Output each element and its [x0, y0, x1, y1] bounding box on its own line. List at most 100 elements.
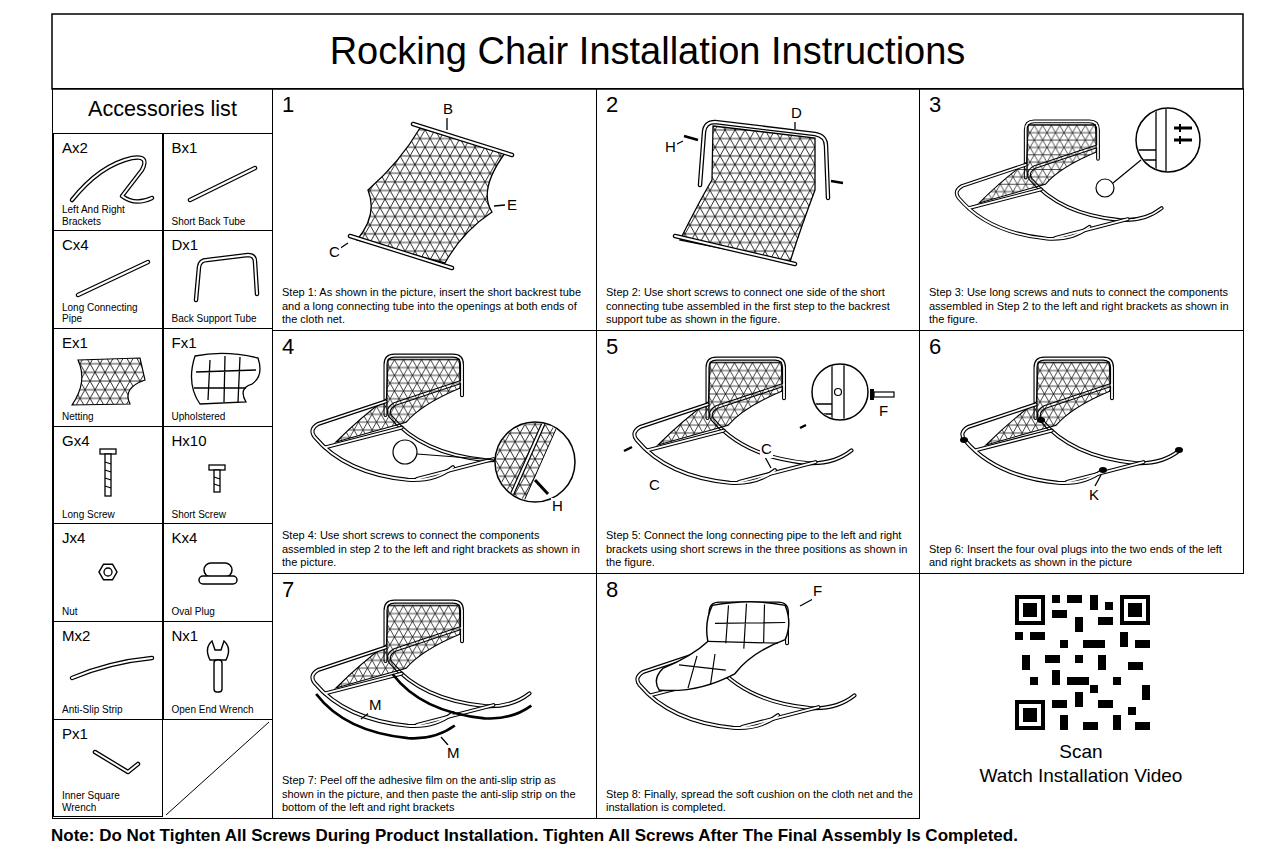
- line-art: [1090, 595, 1098, 610]
- label-anchor: Note: Do Not Tighten All Screws During P…: [50, 827, 1019, 846]
- line-art: [1052, 610, 1067, 618]
- accessory-cell: Ex1Netting: [53, 328, 163, 427]
- part-name: Open End Wrench: [172, 704, 266, 716]
- line-art: [1130, 100, 1192, 180]
- step-panel: 8Step 8: Finally, spread the soft cushio…: [596, 573, 920, 819]
- label-anchor: C: [328, 243, 341, 261]
- line-art: [357, 128, 505, 263]
- step-panel: 6Step 6: Insert the four oval plugs into…: [919, 330, 1244, 574]
- line-art: [1098, 655, 1106, 670]
- line-art: [1045, 655, 1060, 663]
- line-art: [1023, 603, 1037, 617]
- step-number: 6: [929, 335, 1237, 359]
- line-art: [1142, 685, 1150, 700]
- note-text: Note: Do Not Tighten All Screws During P…: [50, 827, 1019, 846]
- line-art: [78, 262, 148, 295]
- line-art: [1113, 715, 1121, 730]
- line-art: [190, 168, 255, 200]
- part-code: Fx1: [172, 334, 266, 352]
- label-anchor: C: [648, 476, 661, 494]
- part-name: Long Screw: [62, 509, 156, 521]
- line-art: [166, 722, 269, 815]
- line-art: [1019, 704, 1041, 726]
- line-art: [957, 121, 1162, 238]
- part-code: Gx4: [62, 432, 156, 450]
- line-art: [312, 602, 529, 726]
- accessory-cell: Cx4Long Connecting Pipe: [53, 230, 163, 329]
- line-art: [1130, 100, 1166, 180]
- line-art: [624, 425, 806, 451]
- line-art: [1015, 595, 1150, 730]
- part-letter: H: [664, 139, 677, 156]
- line-art: [1135, 640, 1150, 648]
- line-art: [835, 389, 842, 396]
- line-art: [1052, 670, 1060, 685]
- line-art: [105, 454, 111, 496]
- part-letter: C: [328, 244, 341, 261]
- part-code: Kx4: [172, 529, 266, 547]
- line-art: [72, 658, 152, 678]
- line-art: [1075, 655, 1083, 663]
- line-art: [72, 658, 152, 678]
- line-art: [196, 255, 257, 300]
- line-art: [1175, 447, 1183, 453]
- line-art: [1060, 640, 1068, 648]
- accessory-cell: Bx1Short Back Tube: [163, 133, 273, 232]
- line-art: [194, 356, 256, 402]
- accessory-cell: Jx4Nut: [53, 523, 163, 622]
- label-anchor: M: [446, 744, 461, 762]
- line-art: [72, 158, 152, 202]
- scan-caption: Scan: [1058, 742, 1103, 763]
- label-anchor: C: [760, 440, 773, 458]
- line-art: [199, 576, 237, 584]
- part-code: Nx1: [172, 627, 266, 645]
- step-number: 8: [606, 578, 913, 602]
- part-letter: D: [790, 105, 803, 122]
- step-text: Step 5: Connect the long connecting pipe…: [606, 529, 913, 569]
- line-art: [812, 364, 868, 420]
- accessory-cell: Hx10Short Screw: [163, 426, 273, 525]
- step-text: Step 7: Peel off the adhesive film on th…: [282, 774, 590, 814]
- line-art: [52, 14, 1243, 89]
- line-art: [350, 236, 452, 268]
- line-art: [1113, 160, 1141, 183]
- step-text: Step 6: Insert the four oval plugs into …: [929, 543, 1237, 569]
- line-art: [1179, 124, 1181, 144]
- label-anchor: D: [790, 104, 803, 122]
- line-art: [874, 392, 894, 397]
- step-number: 2: [606, 93, 913, 117]
- line-art: [960, 437, 968, 443]
- part-letter: M: [446, 745, 461, 762]
- line-art: [675, 236, 795, 264]
- line-art: [1128, 662, 1143, 670]
- line-art: [1052, 595, 1060, 603]
- line-art: [1128, 707, 1136, 715]
- line-art: [350, 236, 452, 268]
- line-art: [207, 641, 228, 660]
- label-anchor: K: [1088, 486, 1100, 504]
- accessory-cell: Gx4Long Screw: [53, 426, 163, 525]
- list-heading: Accessories list: [53, 89, 272, 121]
- step-panel: 2Step 2: Use short screws to connect one…: [596, 88, 920, 331]
- accessory-cell: Kx4Oval Plug: [163, 523, 273, 622]
- part-code: Cx4: [62, 236, 156, 254]
- part-code: Bx1: [172, 139, 266, 157]
- line-art: [78, 262, 148, 295]
- part-letter: C: [648, 477, 661, 494]
- part-name: Long Connecting Pipe: [62, 302, 156, 325]
- part-code: Hx10: [172, 432, 266, 450]
- line-art: [1075, 617, 1083, 632]
- line-art: [196, 255, 257, 300]
- accessories-panel: Accessories listAx2Left And Right Bracke…: [52, 88, 273, 819]
- label-anchor: F: [878, 402, 889, 420]
- part-name: Nut: [62, 606, 156, 618]
- line-art: [1022, 655, 1030, 670]
- step-number: 5: [606, 335, 913, 359]
- line-art: [505, 420, 545, 510]
- line-art: [417, 454, 496, 460]
- line-art: [675, 121, 795, 145]
- part-name: Inner Square Wrench: [62, 790, 156, 813]
- part-code: Ax2: [62, 139, 156, 157]
- line-art: [1095, 475, 1101, 486]
- line-art: [316, 694, 455, 738]
